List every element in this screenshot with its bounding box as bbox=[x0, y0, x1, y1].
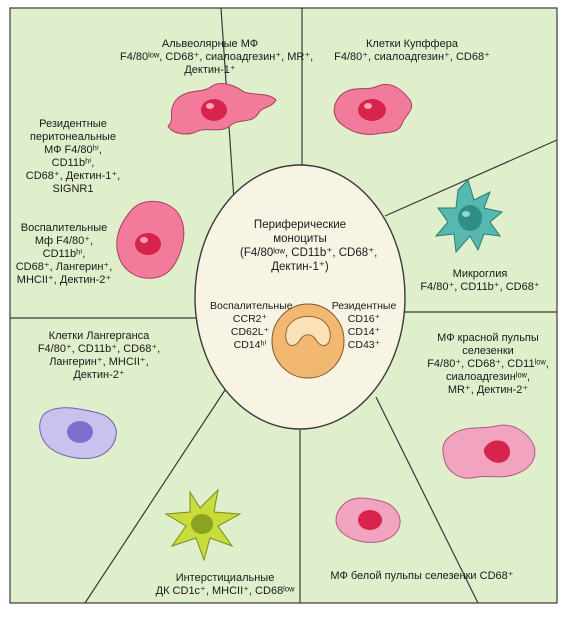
marker: CCR2⁺ bbox=[210, 313, 290, 326]
kupffer-cell bbox=[334, 84, 411, 134]
label-line: Воспалительные bbox=[14, 222, 114, 235]
resident-monocyte-label: Резидентные bbox=[330, 300, 398, 313]
center-left-group: Воспалительные CCR2⁺ CD62L⁺ CD14ʰⁱ bbox=[210, 300, 290, 352]
label-line: F4/80⁺, CD11b⁺, CD68⁺, bbox=[14, 343, 184, 356]
label-line: F4/80⁺, CD11b⁺, CD68⁺ bbox=[410, 281, 550, 294]
label-line: Лангерин⁺, MHCII⁺, bbox=[14, 356, 184, 369]
label-line: Мф F4/80⁺, bbox=[14, 235, 114, 248]
label-line: Дектин-1⁺ bbox=[120, 64, 300, 77]
marker: CD16⁺ bbox=[330, 313, 398, 326]
center-right-group: Резидентные CD16⁺ CD14⁺ CD43⁺ bbox=[330, 300, 398, 352]
label-line: ДК CD1c⁺, MHCII⁺, CD68ˡᵒʷ bbox=[150, 585, 300, 598]
label-line: MR⁺, Дектин-2⁺ bbox=[418, 384, 558, 397]
label-line: МФ F4/80ʰⁱ, bbox=[18, 144, 128, 157]
marker: CD62L⁺ bbox=[210, 326, 290, 339]
center-title-line: Периферические bbox=[240, 218, 360, 232]
label-line: Альвеолярные МФ bbox=[120, 38, 300, 51]
inflammatory-monocyte-label: Воспалительные bbox=[210, 300, 290, 313]
inflammatory-macrophage-label: Воспалительные Мф F4/80⁺, CD11bʰⁱ, CD68⁺… bbox=[14, 222, 114, 287]
marker: CD43⁺ bbox=[330, 339, 398, 352]
white-pulp-macrophage-cell bbox=[336, 498, 400, 543]
label-line: Дектин-2⁺ bbox=[14, 369, 184, 382]
label-line: МФ красной пульпы bbox=[418, 332, 558, 345]
label-line: сиалоадгезинˡᵒʷ, bbox=[418, 371, 558, 384]
label-line: Клетки Купффера bbox=[312, 38, 512, 51]
label-line: CD68⁺, Дектин-1⁺, bbox=[18, 170, 128, 183]
label-line: перитонеальные bbox=[18, 131, 128, 144]
center-title-line: моноциты bbox=[240, 232, 360, 246]
center-title-line: Дектин-1⁺) bbox=[240, 260, 360, 274]
label-line: Резидентные bbox=[18, 118, 128, 131]
marker: CD14ʰⁱ bbox=[210, 339, 290, 352]
peritoneal-macrophage-label: Резидентные перитонеальные МФ F4/80ʰⁱ, C… bbox=[18, 118, 128, 196]
white-pulp-macrophage-label: МФ белой пульпы селезенки CD68⁺ bbox=[312, 570, 532, 583]
alveolar-macrophage-label: Альвеолярные МФ F4/80ˡᵒʷ, CD68⁺, сиалоад… bbox=[120, 38, 300, 77]
langerhans-cell-label: Клетки Лангерганса F4/80⁺, CD11b⁺, CD68⁺… bbox=[14, 330, 184, 382]
red-pulp-macrophage-cell bbox=[443, 425, 535, 478]
label-line: Интерстициальные bbox=[150, 572, 300, 585]
red-pulp-macrophage-label: МФ красной пульпы селезенки F4/80⁺, CD68… bbox=[418, 332, 558, 397]
label-line: CD68⁺, Лангерин⁺, bbox=[14, 261, 114, 274]
center-circle bbox=[195, 165, 405, 429]
label-line: Клетки Лангерганса bbox=[14, 330, 184, 343]
center-title: Периферические моноциты (F4/80ˡᵒʷ, CD11b… bbox=[240, 218, 360, 274]
marker: CD14⁺ bbox=[330, 326, 398, 339]
label-line: CD11bʰⁱ, bbox=[18, 157, 128, 170]
microglia-label: Микроглия F4/80⁺, CD11b⁺, CD68⁺ bbox=[410, 268, 550, 294]
label-line: SIGNR1 bbox=[18, 183, 128, 196]
label-line: селезенки bbox=[418, 345, 558, 358]
label-line: CD11bʰⁱ, bbox=[14, 248, 114, 261]
label-line: MHCII⁺, Дектин-2⁺ bbox=[14, 274, 114, 287]
label-line: F4/80ˡᵒʷ, CD68⁺, сиалоадгезин⁺, MR⁺, bbox=[120, 51, 300, 64]
label-line: МФ белой пульпы селезенки CD68⁺ bbox=[312, 570, 532, 583]
kupffer-cell-label: Клетки Купффера F4/80⁺, сиалоадгезин⁺, C… bbox=[312, 38, 512, 64]
interstitial-dc-label: Интерстициальные ДК CD1c⁺, MHCII⁺, CD68ˡ… bbox=[150, 572, 300, 598]
center-title-line: (F4/80ˡᵒʷ, CD11b⁺, CD68⁺, bbox=[240, 246, 360, 260]
label-line: Микроглия bbox=[410, 268, 550, 281]
label-line: F4/80⁺, сиалоадгезин⁺, CD68⁺ bbox=[312, 51, 512, 64]
label-line: F4/80⁺, CD68⁺, CD11ˡᵒʷ, bbox=[418, 358, 558, 371]
